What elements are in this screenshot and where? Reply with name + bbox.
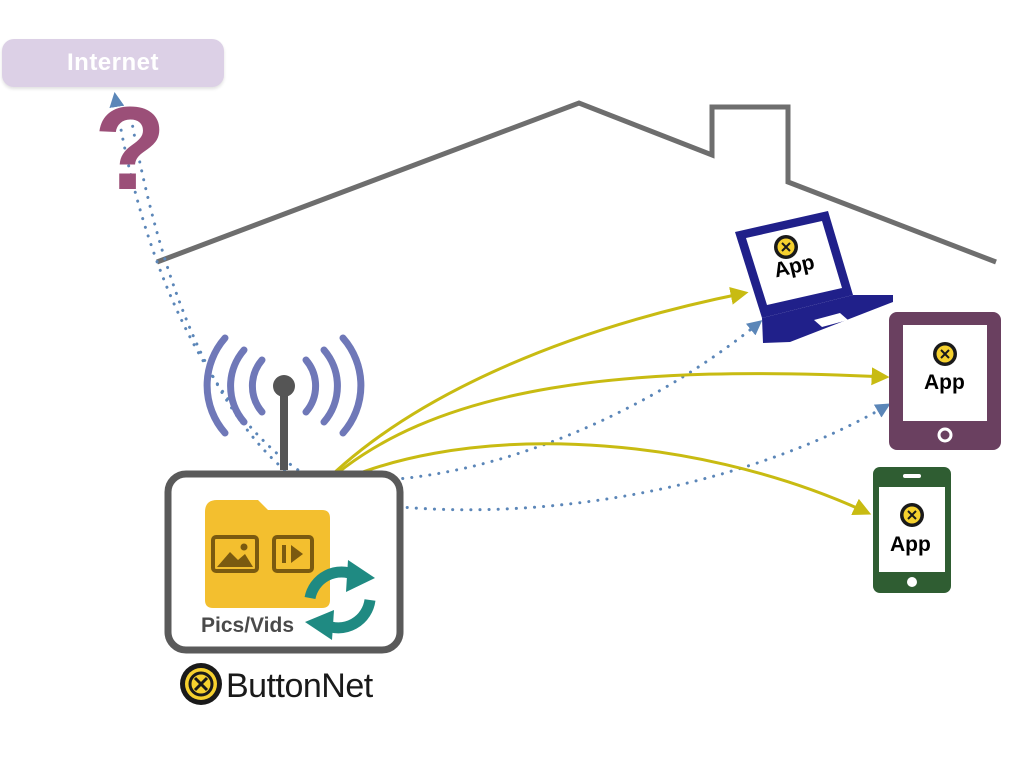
- house-outline: [156, 100, 997, 265]
- sync-arrow-phone: [317, 442, 872, 516]
- folder-label: Pics/Vids: [201, 614, 295, 637]
- laptop-icon: [735, 211, 893, 343]
- tablet-app-label: App: [924, 371, 965, 394]
- folder-icon: [205, 500, 330, 608]
- phone-icon: [873, 467, 951, 593]
- internet-label: Internet: [66, 49, 159, 76]
- tablet-icon: [889, 312, 1001, 450]
- sync-arrow-laptop: [309, 287, 749, 498]
- video-icon: [272, 535, 314, 573]
- question-mark-icon: ?: [94, 83, 167, 215]
- internet-badge: Internet: [2, 39, 224, 87]
- sync-icon-head-top: [346, 560, 375, 592]
- tablet-dotted-path: [378, 403, 891, 512]
- buttonnet-logo-icon: [180, 663, 222, 705]
- brand-name: ButtonNet: [226, 667, 373, 705]
- phone-app-label: App: [890, 533, 931, 556]
- image-icon: [211, 535, 259, 573]
- wifi-icon: [203, 334, 365, 437]
- sync-icon-head-bottom: [305, 610, 334, 640]
- sync-arrow-tablet: [313, 367, 890, 495]
- router-antenna-tip: [273, 375, 295, 397]
